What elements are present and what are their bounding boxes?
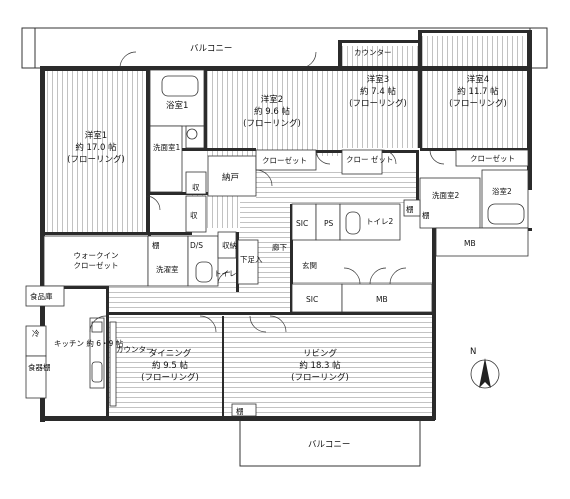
laundry-label: 洗濯室	[156, 264, 179, 274]
balcony-bottom-label: バルコニー	[308, 440, 350, 450]
svg-text:約 11.7 帖: 約 11.7 帖	[457, 86, 499, 97]
dryer-label: D/S	[190, 241, 203, 250]
sho-label: 収	[190, 211, 198, 220]
north-arrow: N	[470, 347, 500, 389]
bedroom2-label: 洋室2 約 9.6 帖 (フローリング)	[243, 94, 301, 129]
ps1-label: PS	[324, 219, 334, 228]
svg-text:ダイニング: ダイニング	[149, 348, 192, 359]
svg-text:洋室2: 洋室2	[261, 94, 283, 105]
shelf2-label: 棚	[422, 210, 430, 220]
mb1-label: MB	[464, 239, 476, 248]
storage-shuno-label: 収納	[222, 240, 237, 250]
sic1-label: SIC	[296, 219, 308, 228]
svg-text:約 9.6 帖: 約 9.6 帖	[254, 106, 290, 117]
svg-text:約 9.5 帖: 約 9.5 帖	[152, 360, 188, 371]
counter-top-label: カウンター	[354, 48, 392, 57]
dining-label: ダイニング 約 9.5 帖 (フローリング)	[141, 348, 199, 383]
svg-text:(フローリング): (フローリング)	[449, 98, 507, 109]
svg-text:約 17.0 帖: 約 17.0 帖	[75, 142, 117, 153]
bedroom3-label: 洋室3 約 7.4 帖 (フローリング)	[349, 74, 407, 109]
dishwasher-label: 食器棚	[28, 362, 51, 372]
doors	[89, 51, 445, 333]
closet-c-label: クローゼット	[470, 153, 515, 163]
bedroom1-label: 洋室1 約 17.0 帖 (フローリング)	[67, 130, 125, 165]
counter-kitchen-label: カウンター	[116, 345, 154, 354]
shoes-label: 下足入	[240, 255, 263, 264]
svg-text:(フローリング): (フローリング)	[243, 118, 301, 129]
bedroom3-floor	[340, 46, 418, 148]
bath1-label: 浴室1	[166, 100, 188, 111]
bath2-label: 浴室2	[492, 186, 512, 196]
fixtures	[25, 69, 529, 417]
svg-text:(フローリング): (フローリング)	[141, 372, 199, 383]
svg-text:約 7.4 帖: 約 7.4 帖	[360, 86, 396, 97]
toilet2-label: トイレ2	[366, 217, 393, 226]
kitchen-label: キッチン 約 6・9 帖	[54, 338, 124, 348]
living-label: リビング 約 18.3 帖 (フローリング)	[291, 348, 349, 383]
walkin-label-1: ウォークイン	[74, 251, 119, 260]
kyu-label: 収	[192, 183, 200, 192]
svg-text:(フローリング): (フローリング)	[349, 98, 407, 109]
pantry-label: 食品庫	[30, 291, 53, 301]
bedroom1-floor	[46, 70, 146, 232]
fridge-label: 冷	[32, 328, 40, 338]
svg-text:約 18.3 帖: 約 18.3 帖	[299, 360, 341, 371]
walls	[40, 30, 532, 422]
bedroom4-label: 洋室4 約 11.7 帖 (フローリング)	[449, 74, 507, 109]
sic2-label: SIC	[306, 295, 318, 304]
bedroom2-floor	[206, 70, 340, 156]
dining-floor	[108, 316, 222, 416]
svg-text:リビング: リビング	[303, 348, 338, 359]
corridor-label: 廊下	[272, 242, 287, 252]
shelf1-label: 棚	[406, 204, 414, 214]
closet-a-label: クローゼット	[262, 155, 307, 165]
washroom2-label: 洗面室2	[432, 190, 459, 200]
svg-text:(フローリング): (フローリング)	[291, 372, 349, 383]
living-floor	[222, 316, 432, 416]
walkin-label-2: クローゼット	[74, 260, 119, 270]
bedroom4-floor	[422, 36, 530, 148]
svg-text:洋室4: 洋室4	[467, 74, 489, 85]
svg-text:洋室1: 洋室1	[85, 130, 107, 141]
entrance-label: 玄関	[302, 260, 317, 270]
mb2-label: MB	[376, 295, 388, 304]
svg-text:洋室3: 洋室3	[367, 74, 389, 85]
washroom1-label: 洗面室1	[153, 142, 180, 152]
balcony-top-label: バルコニー	[190, 44, 232, 54]
storage-nando-label: 納戸	[222, 172, 239, 183]
svg-text:(フローリング): (フローリング)	[67, 154, 125, 165]
shelf4-label: 棚	[236, 406, 244, 416]
toilet1-label: トイレ	[214, 269, 237, 278]
north-label: N	[470, 347, 476, 357]
closet-b-label: クロー ゼット	[346, 154, 393, 164]
shelf3-label: 棚	[152, 240, 160, 250]
